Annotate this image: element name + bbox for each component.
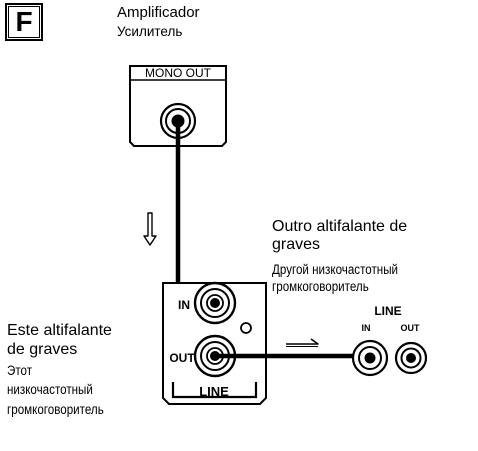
this-subwoofer-label-pt-1: Este altifalante — [7, 322, 112, 339]
other-subwoofer-label-ru-2: громкоговоритель — [272, 279, 369, 294]
signal-direction-arrow-down — [143, 212, 157, 246]
amplifier-label-pt: Amplificador — [117, 4, 200, 21]
figure-letter-badge: F — [5, 3, 43, 41]
this-subwoofer-label-pt-2: de graves — [7, 341, 78, 358]
this-subwoofer-label-ru-3: громкоговоритель — [7, 402, 104, 417]
other-line-label: LINE — [374, 304, 401, 318]
this-subwoofer-label-ru-2: низкочастотный — [7, 382, 93, 397]
other-in-label: IN — [362, 323, 371, 333]
cable-amp-to-in — [175, 121, 213, 303]
other-line-out-jack — [394, 341, 428, 375]
other-subwoofer-label-pt-1: Outro altifalante de — [272, 218, 408, 235]
this-subwoofer-out-label: OUT — [169, 351, 195, 365]
this-subwoofer-label-ru-1: Этот — [7, 363, 33, 378]
indicator-led — [240, 322, 252, 334]
other-out-label: OUT — [401, 323, 421, 333]
this-subwoofer-in-label: IN — [178, 298, 190, 312]
amplifier-label-ru: Усилитель — [117, 24, 183, 39]
other-subwoofer-label-pt-2: graves — [272, 236, 321, 253]
signal-direction-arrow-right — [286, 338, 319, 345]
other-line-in-jack — [351, 339, 389, 377]
mono-out-label: MONO OUT — [145, 66, 212, 80]
in-plug — [210, 298, 220, 308]
this-subwoofer-line-label: LINE — [199, 384, 229, 399]
other-subwoofer-label-ru-1: Другой низкочастотный — [272, 262, 399, 277]
